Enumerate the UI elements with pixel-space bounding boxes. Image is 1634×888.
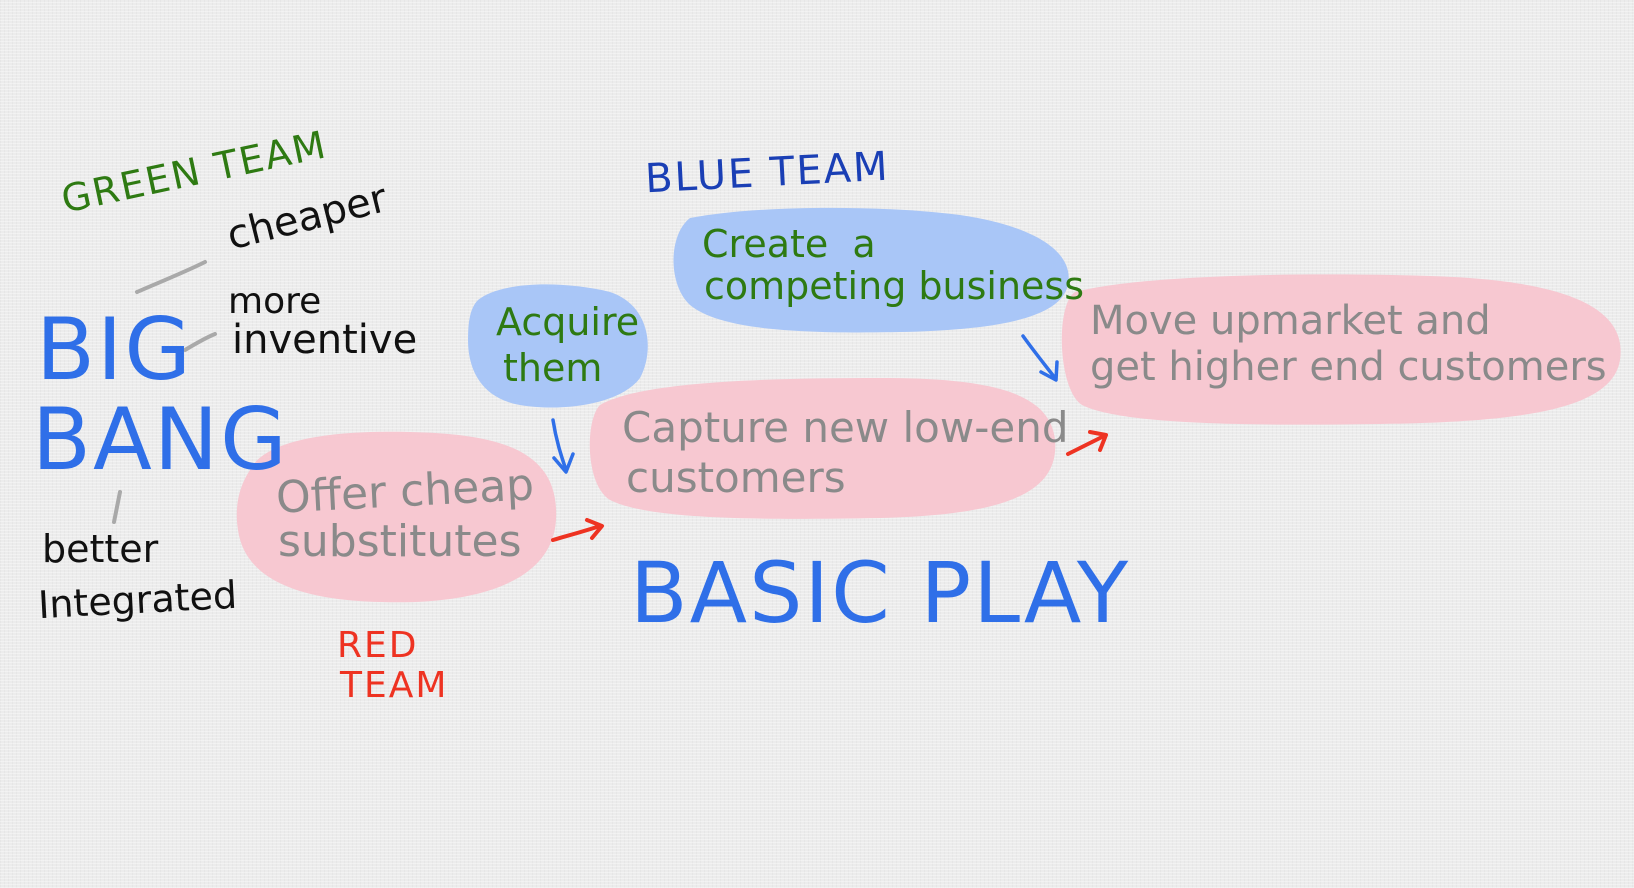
bubble-create-text-line2: competing business	[704, 264, 1085, 308]
big-bang-line2: BANG	[32, 390, 289, 490]
big-bang-line1: BIG	[36, 300, 194, 400]
bubble-capture-text-line2: customers	[626, 453, 846, 502]
bubble-create-shape	[673, 207, 1069, 333]
attribute-inventive: inventive	[232, 317, 418, 363]
bubble-upmarket-text-line2: get higher end customers	[1090, 344, 1607, 390]
arrow-offer-to-capture	[551, 518, 604, 542]
bubble-offer-shape	[236, 431, 557, 603]
bubble-offer-text-line2: substitutes	[278, 516, 522, 567]
connector-inventive	[183, 332, 217, 352]
arrow-acquire-to-capture	[551, 418, 575, 474]
bubble-acquire-text-line2: them	[503, 346, 603, 390]
bubble-capture-shape	[589, 378, 1056, 519]
red-team-label-line1: RED	[337, 625, 419, 666]
bubble-create-text-line1: Create a	[702, 222, 876, 266]
attribute-better: better	[42, 527, 159, 571]
bubble-capture-text-line1: Capture new low-end	[622, 403, 1069, 452]
bubble-acquire-shape	[468, 284, 648, 408]
attribute-more: more	[228, 281, 322, 322]
arrow-capture-to-upmarket	[1066, 430, 1108, 456]
red-team-label-line2: TEAM	[340, 665, 449, 706]
bubble-acquire-text-line1: Acquire	[496, 300, 640, 344]
bubble-upmarket-shape	[1061, 274, 1621, 425]
connector-better	[112, 490, 122, 524]
connector-cheaper	[135, 260, 207, 294]
basic-play-title: BASIC PLAY	[630, 544, 1131, 642]
bubble-upmarket-text-line1: Move upmarket and	[1090, 298, 1491, 344]
arrow-create-to-upmarket	[1021, 334, 1059, 382]
